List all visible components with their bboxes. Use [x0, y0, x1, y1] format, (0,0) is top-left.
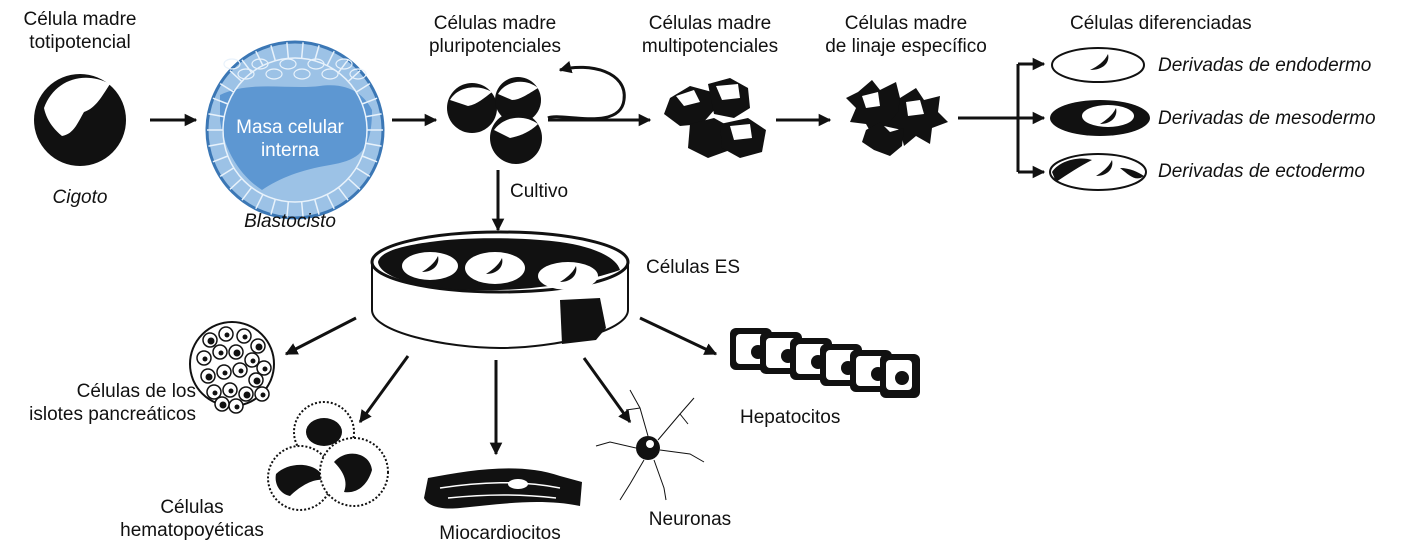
- endoderm-label: Derivadas de endodermo: [1158, 54, 1408, 77]
- hepatocytes: [730, 328, 920, 398]
- ectoderm-label: Derivadas de ectodermo: [1158, 160, 1408, 183]
- cardiomyocytes: [424, 468, 582, 508]
- hepatocytes-label: Hepatocitos: [740, 406, 880, 429]
- culture-dish: [372, 232, 628, 348]
- mesoderm-label: Derivadas de mesodermo: [1158, 107, 1408, 130]
- pluripotent-title: Células madre pluripotenciales: [410, 12, 580, 58]
- neurons-label: Neuronas: [630, 508, 750, 531]
- arrow-to-hepatocytes: [640, 318, 716, 354]
- pancreatic-islet: [190, 322, 274, 413]
- arrow-to-pancreatic: [286, 318, 356, 354]
- zygote-cell: [34, 74, 126, 166]
- self-renewal-arrow: [548, 67, 624, 118]
- pluripotent-cells: [447, 77, 542, 164]
- cardiomyocytes-label: Miocardiocitos: [420, 522, 580, 545]
- arrow-to-hematopoietic: [360, 356, 408, 422]
- pancreatic-label: Células de los islotes pancreáticos: [20, 380, 196, 426]
- hematopoietic-label: Células hematopoyéticas: [104, 496, 280, 542]
- totipotent-title: Célula madre totipotencial: [10, 8, 150, 54]
- lineage-specific-cells: [846, 80, 948, 156]
- multipotent-cells: [664, 78, 766, 158]
- differentiated-title: Células diferenciadas: [1070, 12, 1300, 35]
- lineage-title: Células madre de linaje específico: [806, 12, 1006, 58]
- inner-cell-mass-label: Masa celular interna: [215, 116, 365, 162]
- ectoderm-cell: [1050, 154, 1146, 190]
- multipotent-title: Células madre multipotenciales: [620, 12, 800, 58]
- zygote-caption: Cigoto: [30, 186, 130, 209]
- arrow-to-neurons: [584, 358, 630, 422]
- hematopoietic-cells: [268, 402, 388, 510]
- culture-step-label: Cultivo: [510, 180, 600, 203]
- mesoderm-cell: [1050, 100, 1150, 136]
- blastocyst-caption: Blastocisto: [220, 210, 360, 233]
- neuron: [596, 390, 704, 500]
- es-cells-label: Células ES: [646, 256, 766, 279]
- endoderm-cell: [1052, 48, 1144, 82]
